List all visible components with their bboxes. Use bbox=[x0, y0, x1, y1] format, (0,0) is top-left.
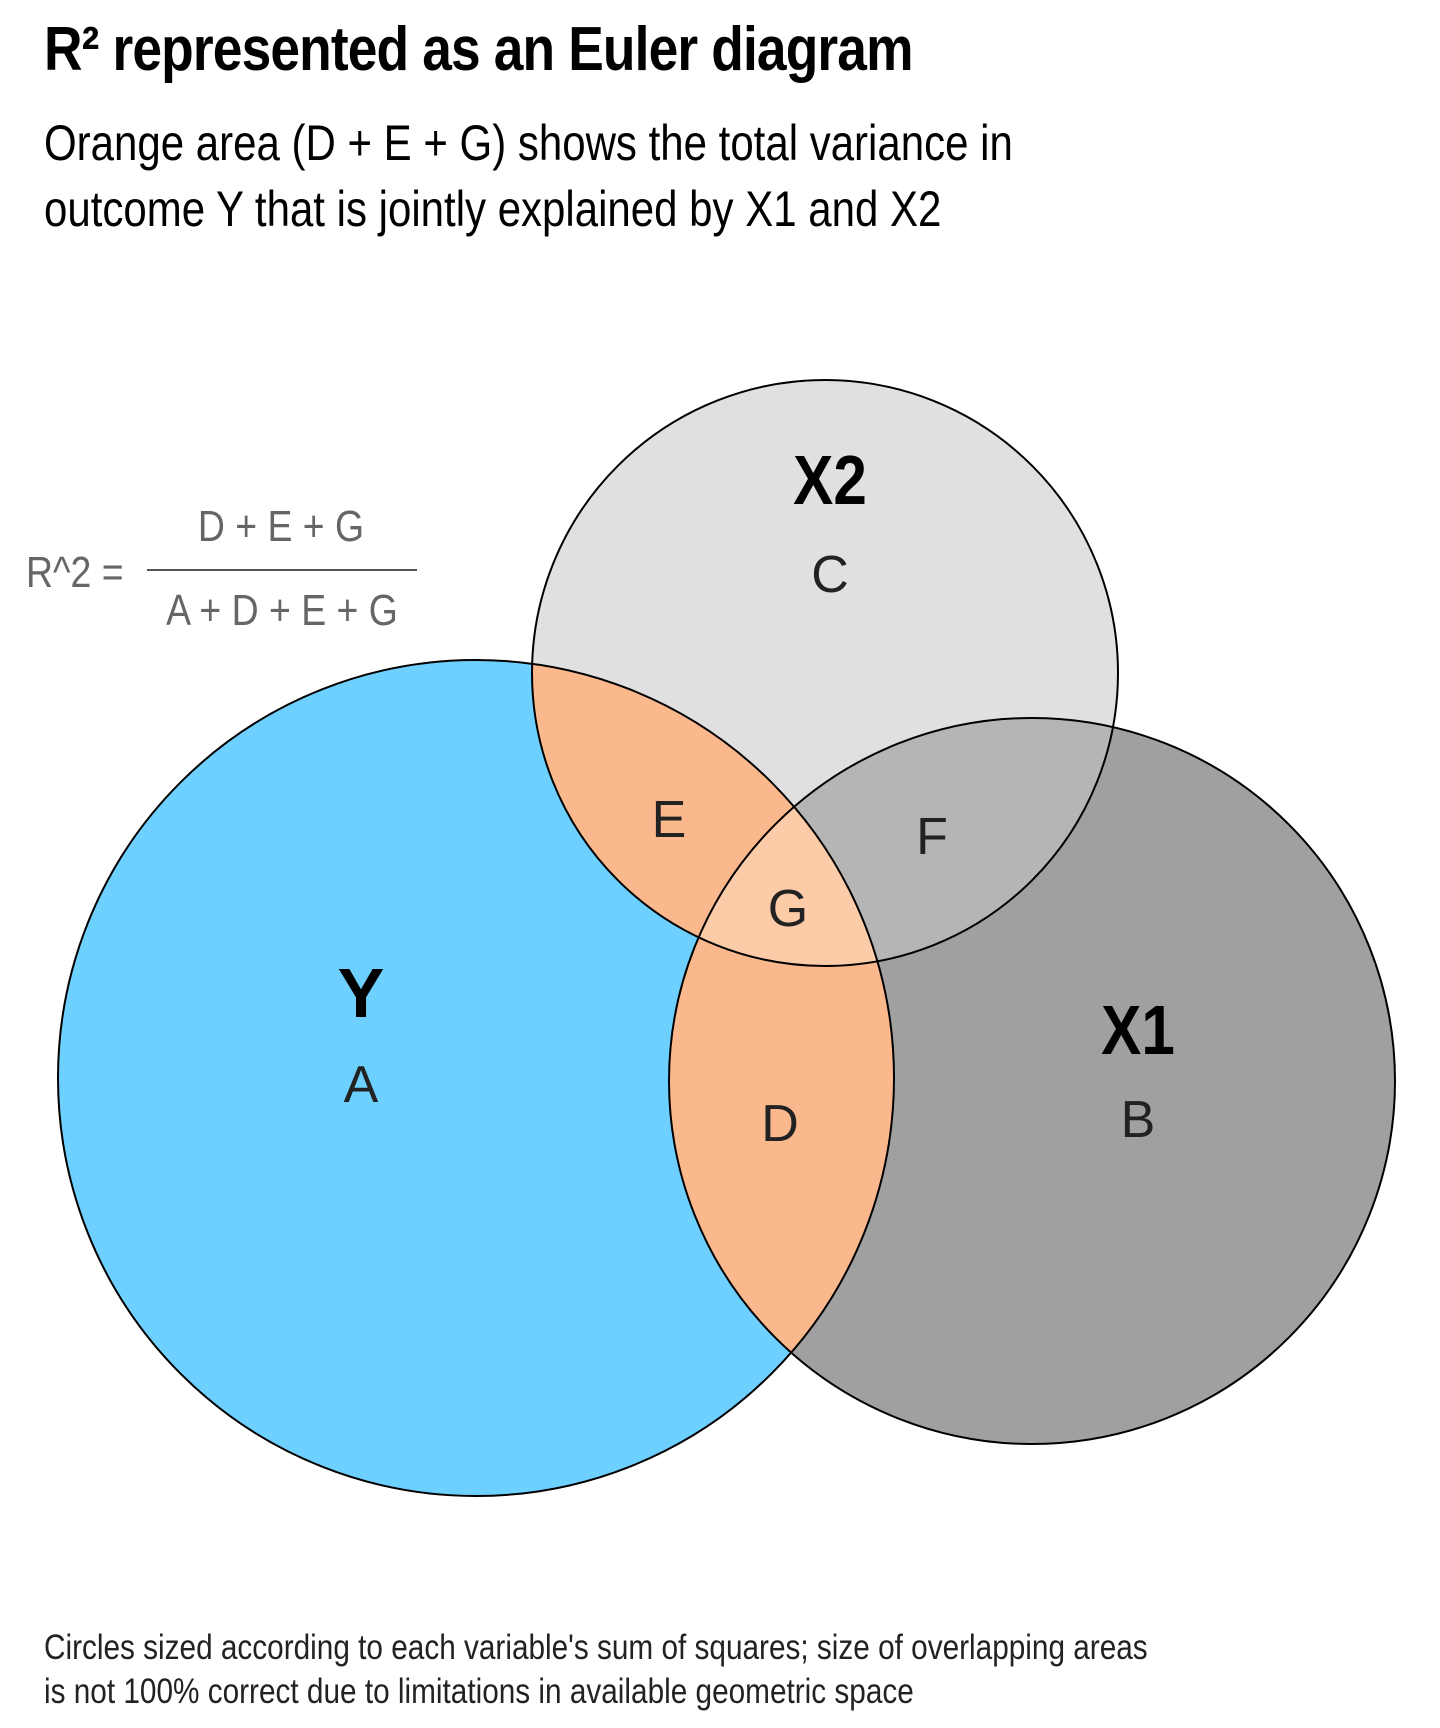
region-label-a: A bbox=[344, 1056, 379, 1114]
circle-x1-outline bbox=[668, 717, 1396, 1445]
label-y: Y bbox=[338, 954, 385, 1032]
circle-x2-outline bbox=[531, 379, 1119, 967]
formula-denominator: A + D + E + G bbox=[166, 585, 398, 635]
label-x1: X1 bbox=[1101, 991, 1175, 1069]
diagram-subtitle: Orange area (D + E + G) shows the total … bbox=[44, 110, 1013, 242]
region-label-f: F bbox=[916, 808, 948, 866]
caption-line-2: is not 100% correct due to limitations i… bbox=[44, 1672, 914, 1711]
formula-numerator: D + E + G bbox=[198, 501, 364, 551]
diagram-caption: Circles sized according to each variable… bbox=[44, 1626, 1148, 1714]
region-label-b: B bbox=[1121, 1091, 1156, 1149]
diagram-title: R² represented as an Euler diagram bbox=[44, 15, 914, 84]
subtitle-line-2: outcome Y that is jointly explained by X… bbox=[44, 181, 942, 237]
region-label-e: E bbox=[652, 791, 687, 849]
formula-lhs: R^2 = bbox=[26, 547, 124, 597]
label-x2: X2 bbox=[793, 441, 867, 519]
caption-line-1: Circles sized according to each variable… bbox=[44, 1628, 1148, 1667]
circle-y-outline bbox=[57, 659, 895, 1497]
region-label-c: C bbox=[811, 546, 849, 604]
region-label-d: D bbox=[761, 1095, 799, 1153]
region-label-g: G bbox=[768, 880, 808, 938]
subtitle-line-1: Orange area (D + E + G) shows the total … bbox=[44, 115, 1013, 171]
